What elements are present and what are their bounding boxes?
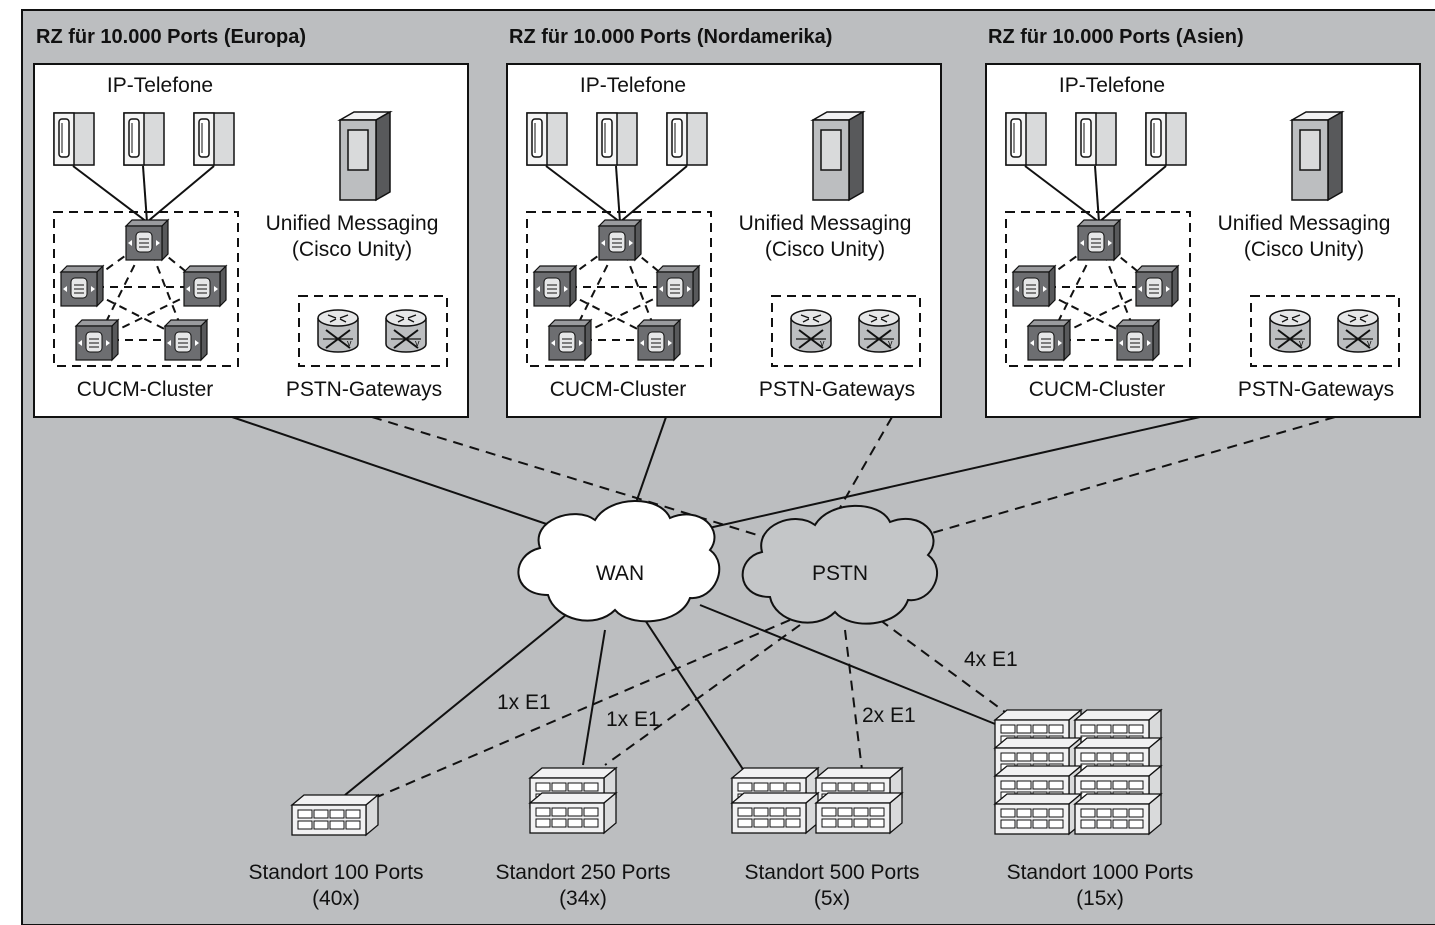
pstn-cloud: PSTN xyxy=(741,504,939,625)
gateway-group xyxy=(298,295,448,367)
site-250: Standort 250 Ports (34x) xyxy=(495,767,671,910)
um-label-line1: Unified Messaging xyxy=(1218,212,1391,235)
um-label-line2: (Cisco Unity) xyxy=(1244,238,1364,261)
cucm-server-icon xyxy=(60,265,104,307)
phones-label: IP-Telefone xyxy=(1059,74,1165,97)
cucm-server-icon xyxy=(548,319,592,361)
um-label-line2: (Cisco Unity) xyxy=(765,238,885,261)
site-name: Standort 250 Ports xyxy=(495,861,670,884)
ip-phone-icon xyxy=(666,112,708,166)
ip-phone-icon xyxy=(53,112,95,166)
cucm-server-icon xyxy=(533,265,577,307)
voice-gateway-icon xyxy=(317,309,359,353)
e1-label-site500: 2x E1 xyxy=(862,704,916,727)
datacenter-0: RZ für 10.000 Ports (Europa) IP-TelefoneU… xyxy=(33,26,469,418)
site-count: (5x) xyxy=(814,887,850,910)
cluster-label: CUCM-Cluster xyxy=(77,378,214,401)
ip-phone-icon xyxy=(1075,112,1117,166)
site-1000: Standort 1000 Ports (15x) xyxy=(994,709,1194,910)
ip-phone-icon xyxy=(1005,112,1047,166)
cucm-server-icon xyxy=(656,265,700,307)
pstn-label: PSTN xyxy=(812,562,868,585)
site-count: (40x) xyxy=(312,887,360,910)
site-count: (15x) xyxy=(1076,887,1124,910)
voice-gateway-icon xyxy=(1337,309,1379,353)
voice-gateway-icon xyxy=(858,309,900,353)
site-name: Standort 1000 Ports xyxy=(1007,861,1194,884)
wan-label: WAN xyxy=(596,562,644,585)
cluster-label: CUCM-Cluster xyxy=(550,378,687,401)
site-name: Standort 500 Ports xyxy=(744,861,919,884)
ip-phone-icon xyxy=(526,112,568,166)
gateway-group xyxy=(1250,295,1400,367)
datacenter-title: RZ für 10.000 Ports (Europa) xyxy=(36,26,306,48)
site-links xyxy=(344,604,1011,801)
ip-phone-icon xyxy=(1145,112,1187,166)
cucm-server-icon xyxy=(598,219,642,261)
unity-server-icon xyxy=(812,111,864,201)
gateways-label: PSTN-Gateways xyxy=(286,378,442,401)
voice-gateway-icon xyxy=(790,309,832,353)
ip-phone-icon xyxy=(193,112,235,166)
e1-label-site250: 1x E1 xyxy=(606,708,660,731)
voice-gateway-icon xyxy=(385,309,427,353)
site-100: Standort 100 Ports (40x) xyxy=(248,794,424,910)
gateways-label: PSTN-Gateways xyxy=(1238,378,1394,401)
datacenter-1: RZ für 10.000 Ports (Nordamerika) IP-Tele… xyxy=(506,26,942,418)
cucm-server-icon xyxy=(1116,319,1160,361)
um-label-line1: Unified Messaging xyxy=(739,212,912,235)
cucm-server-icon xyxy=(1077,219,1121,261)
datacenter-2: RZ für 10.000 Ports (Asien) IP-TelefoneUn… xyxy=(985,26,1421,418)
phones-label: IP-Telefone xyxy=(580,74,686,97)
gateway-group xyxy=(771,295,921,367)
cucm-server-icon xyxy=(1135,265,1179,307)
cucm-server-icon xyxy=(183,265,227,307)
unity-server-icon xyxy=(1291,111,1343,201)
site-count: (34x) xyxy=(559,887,607,910)
ip-phone-icon xyxy=(596,112,638,166)
cluster-label: CUCM-Cluster xyxy=(1029,378,1166,401)
datacenters: RZ für 10.000 Ports (Europa) IP-TelefoneU… xyxy=(33,26,1421,418)
datacenter-title: RZ für 10.000 Ports (Asien) xyxy=(988,26,1244,48)
e1-label-site100: 1x E1 xyxy=(497,691,551,714)
e1-label-site1000: 4x E1 xyxy=(964,648,1018,671)
cucm-server-icon xyxy=(1012,265,1056,307)
cucm-server-icon xyxy=(164,319,208,361)
site-500: Standort 500 Ports (5x) xyxy=(731,767,920,910)
wan-cloud: WAN xyxy=(517,500,721,623)
phones-label: IP-Telefone xyxy=(107,74,213,97)
datacenter-title: RZ für 10.000 Ports (Nordamerika) xyxy=(509,26,832,48)
cucm-server-icon xyxy=(125,219,169,261)
um-label-line2: (Cisco Unity) xyxy=(292,238,412,261)
site-name: Standort 100 Ports xyxy=(248,861,423,884)
cucm-server-icon xyxy=(75,319,119,361)
um-label-line1: Unified Messaging xyxy=(266,212,439,235)
ip-phone-icon xyxy=(123,112,165,166)
cucm-server-icon xyxy=(1027,319,1071,361)
voice-gateway-icon xyxy=(1269,309,1311,353)
unity-server-icon xyxy=(339,111,391,201)
cucm-server-icon xyxy=(637,319,681,361)
gateways-label: PSTN-Gateways xyxy=(759,378,915,401)
